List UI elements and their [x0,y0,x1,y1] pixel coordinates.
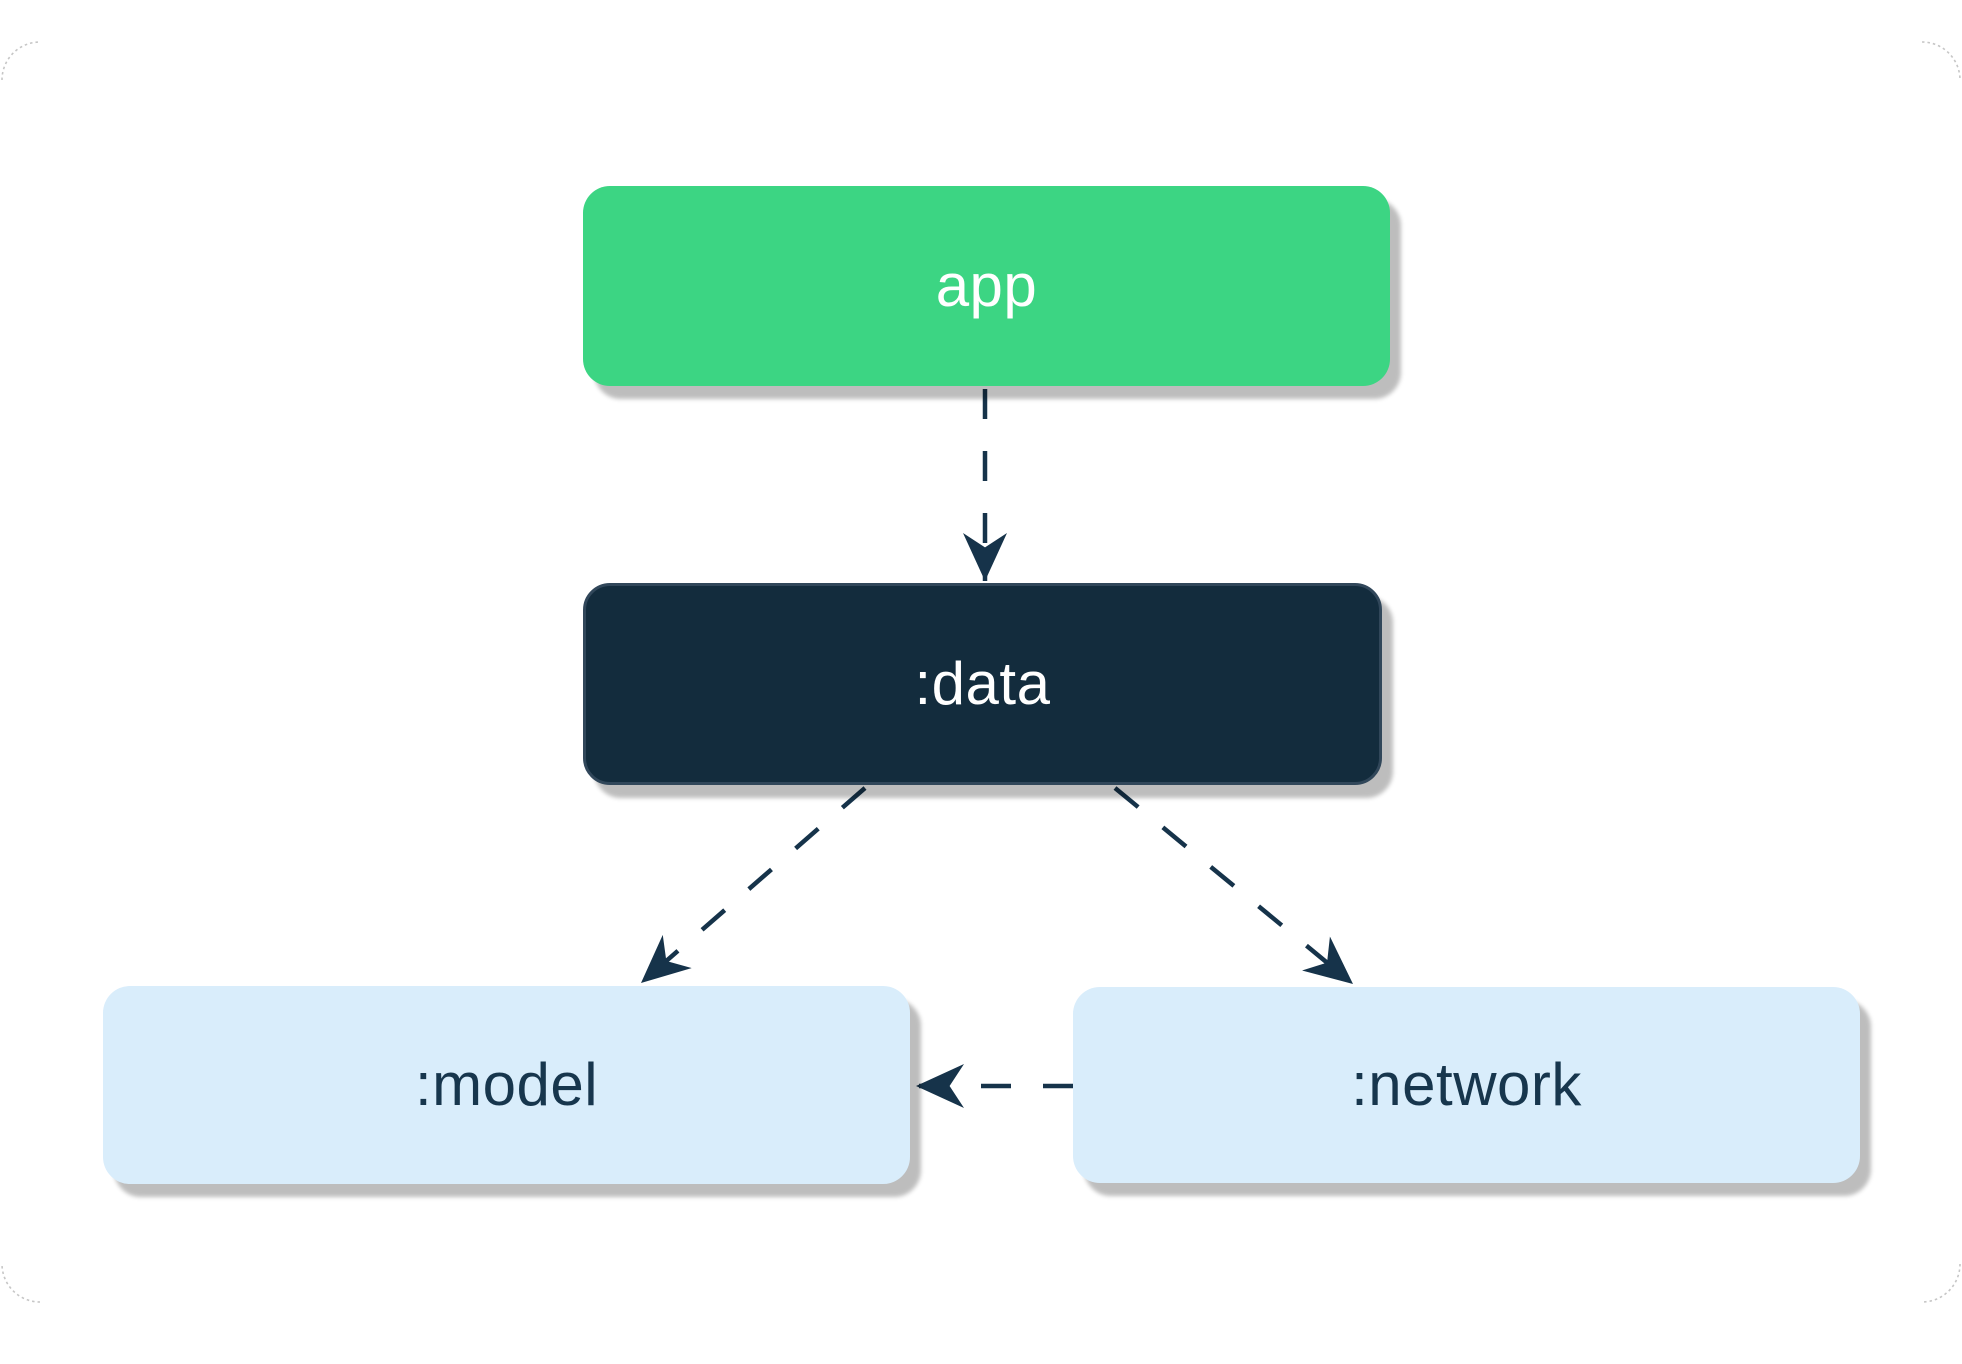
node-app-label: app [935,252,1038,319]
node-model: :model [103,986,910,1184]
edge-data-to-network [1113,786,1355,986]
window-corner-bottom-left [1,1263,41,1303]
node-model-label: :model [414,1051,599,1118]
window-corner-top-left [1,41,41,81]
window-corner-bottom-right [1921,1263,1961,1303]
node-app: app [583,186,1390,386]
node-network: :network [1073,987,1860,1183]
node-data-label: :data [914,650,1051,717]
node-network-label: :network [1351,1051,1582,1118]
edge-data-to-model [639,786,867,985]
node-data: :data [583,583,1382,785]
window-corner-top-right [1921,41,1961,81]
